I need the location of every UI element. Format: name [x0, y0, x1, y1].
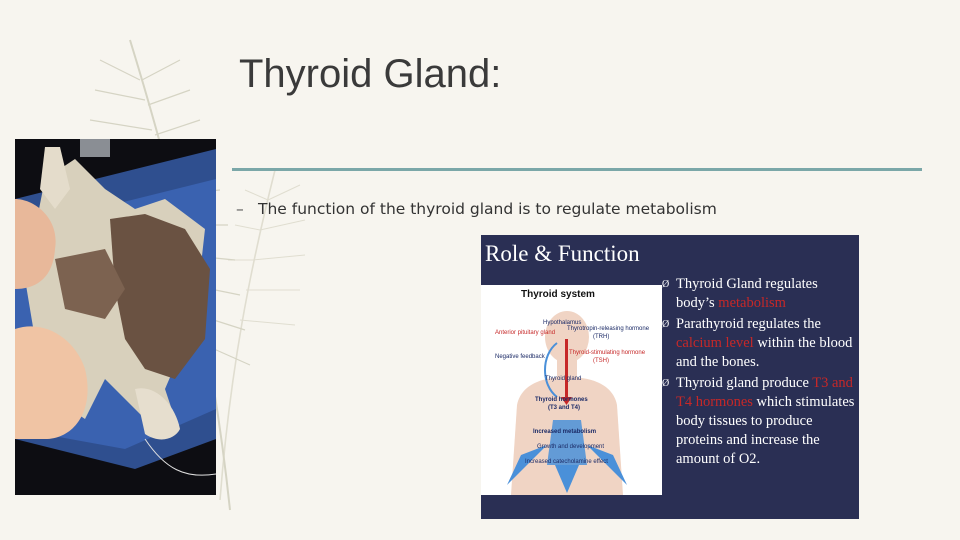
growth-label: Growth and development	[537, 444, 605, 450]
hypothalamus-label: Hypothalamus	[543, 320, 582, 326]
bullet-text: The function of the thyroid gland is to …	[258, 200, 717, 218]
arrow-bullet-icon: Ø	[662, 378, 670, 389]
dissection-photo	[15, 139, 216, 495]
diagram-heading: Thyroid system	[521, 289, 595, 300]
t3-t4-label: (T3 and T4)	[548, 405, 581, 411]
thyroid-hormones-label: Thyroid hormones	[535, 397, 588, 403]
body-silhouette	[507, 311, 627, 495]
thyroid-gland-label: Thyroid gland	[545, 376, 582, 382]
tsh-abbr: (TSH)	[593, 358, 609, 364]
tsh-label: Thyroid-stimulating hormone	[569, 350, 646, 356]
catecholamine-label: Increased catecholamine effect	[525, 459, 608, 465]
highlight-text: T3 and T4 hormones	[676, 375, 853, 410]
role-function-image: Role & Function Thyroid system Hypothala…	[481, 235, 859, 519]
bullet-marker: –	[236, 200, 244, 218]
inset-heading: Role & Function	[485, 241, 640, 266]
thyroid-system-diagram: Thyroid system Hypothalamus Anterior pit…	[481, 285, 662, 495]
slide-title: Thyroid Gland:	[239, 52, 502, 96]
highlight-text: metabolism	[718, 295, 786, 311]
arrow-bullet-icon: Ø	[662, 319, 670, 330]
bullet-item: –The function of the thyroid gland is to…	[236, 200, 717, 218]
anterior-pituitary-label: Anterior pituitary gland	[495, 330, 556, 336]
highlight-text: calcium level	[676, 335, 754, 351]
title-divider	[232, 168, 922, 171]
trh-abbr: (TRH)	[593, 334, 610, 340]
trh-label: Thyrotropin-releasing hormone	[567, 326, 650, 332]
increased-metabolism-label: Increased metabolism	[533, 429, 597, 435]
arrow-bullet-icon: Ø	[662, 279, 670, 290]
negative-feedback-label: Negative feedback	[495, 354, 545, 360]
